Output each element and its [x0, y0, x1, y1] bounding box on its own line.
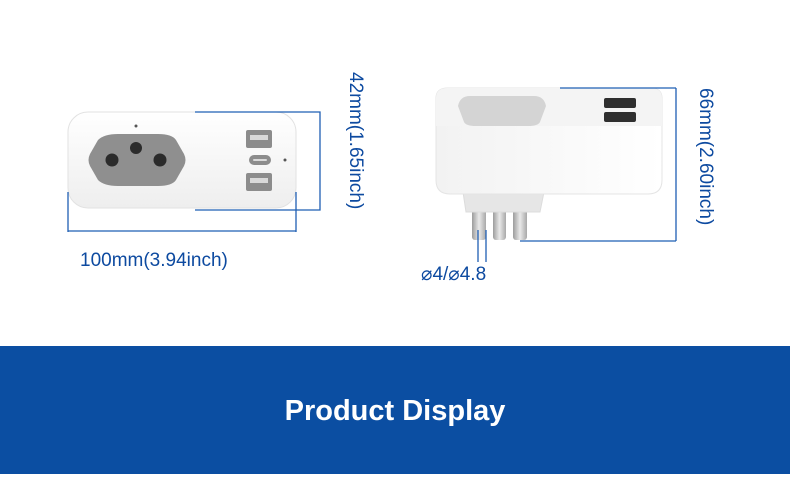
power-socket-icon [88, 134, 186, 186]
usb-a-port-icon [246, 130, 272, 148]
pin-diameter-dimension: ⌀4/⌀4.8 [421, 264, 487, 285]
front-height-dimension: 42mm(1.65inch) [345, 72, 366, 210]
usb-a-port-icon [246, 173, 272, 191]
front-width-dimension: 100mm(3.94inch) [80, 250, 228, 271]
side-view-device [435, 87, 663, 240]
side-dimension-lines [477, 87, 677, 262]
front-dimension-lines [67, 111, 321, 232]
section-banner [0, 346, 790, 474]
side-height-dimension: 66mm(2.60inch) [695, 88, 716, 226]
usb-c-port-icon [249, 155, 271, 165]
front-view-device [67, 111, 297, 209]
section-title: Product Display [284, 395, 506, 427]
